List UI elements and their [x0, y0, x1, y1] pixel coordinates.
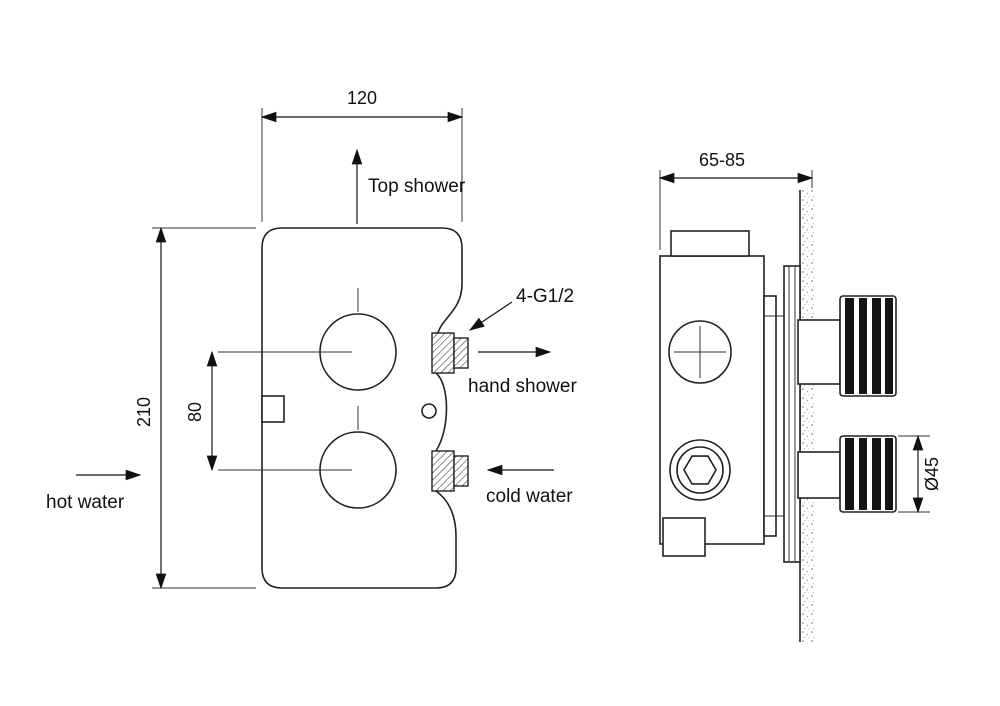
dim-45-label: Ø45 — [922, 457, 942, 491]
dim-diameter-45: Ø45 — [898, 434, 942, 514]
bottom-handle-side — [797, 435, 897, 513]
dim-210-label: 210 — [134, 397, 154, 427]
mounting-plate — [783, 265, 801, 563]
cold-water-label: cold water — [486, 486, 573, 507]
hand-shower-label: hand shower — [468, 376, 577, 397]
dim-height-210: 210 — [134, 226, 256, 590]
cartridge-cross — [668, 320, 732, 384]
side-view: 65-85 Ø45 — [658, 150, 942, 642]
right-edge-port — [421, 403, 437, 419]
top-shower-label: Top shower — [368, 176, 466, 197]
thread-spec-label: 4-G1/2 — [516, 286, 574, 307]
body-left-notch — [261, 395, 285, 423]
dim-depth-65-85: 65-85 — [658, 150, 814, 250]
threaded-inlet-bottom — [431, 450, 469, 492]
cold-water-annotation: cold water — [486, 464, 573, 507]
threaded-outlet-top — [431, 332, 469, 374]
dim-120-label: 120 — [347, 88, 377, 108]
wall-section — [799, 190, 815, 642]
dim-65-85-label: 65-85 — [699, 150, 745, 170]
top-shower-annotation: Top shower — [351, 148, 466, 224]
hand-shower-annotation: hand shower — [468, 346, 577, 397]
hot-water-annotation: hot water — [46, 469, 142, 513]
hot-water-label: hot water — [46, 492, 125, 513]
hex-fitting — [669, 439, 731, 501]
front-view: 120 Top shower 210 80 hot water — [46, 88, 577, 590]
dim-80-label: 80 — [185, 402, 205, 422]
dim-width-120: 120 — [260, 88, 464, 222]
mounting-bracket — [763, 295, 777, 537]
valve-body-front — [261, 227, 463, 589]
thread-spec-annotation: 4-G1/2 — [468, 286, 574, 331]
valve-housing-side — [659, 230, 801, 563]
dim-spacing-80: 80 — [185, 350, 352, 472]
top-handle-side — [797, 295, 897, 397]
